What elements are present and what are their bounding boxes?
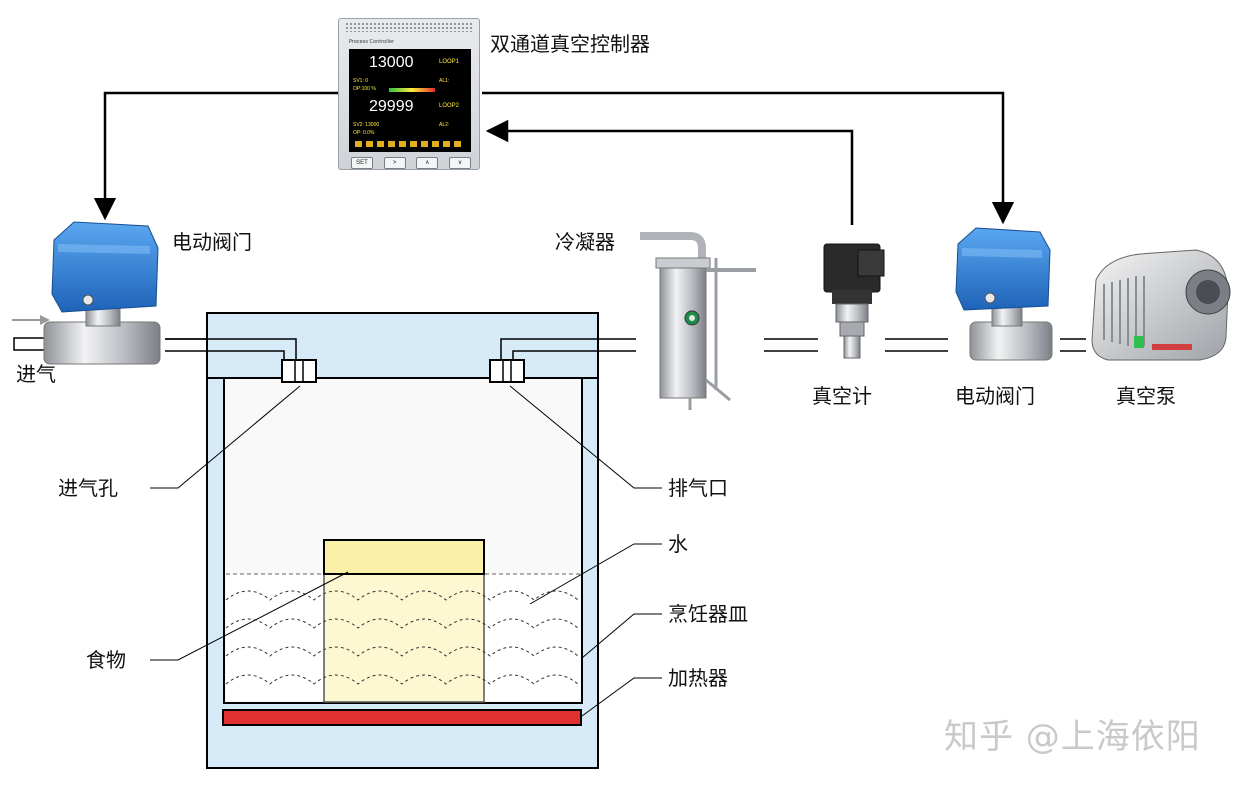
- vent-grill: [345, 22, 473, 32]
- watermark: 知乎 @上海依阳: [944, 717, 1201, 757]
- signal-line-right-valve: [482, 91, 1015, 225]
- vessel-label: 烹饪器皿: [668, 602, 748, 626]
- indicator-row: [355, 141, 465, 147]
- water-label: 水: [668, 532, 688, 556]
- heater-label: 加热器: [668, 666, 728, 690]
- vacuum-pump: [1091, 249, 1231, 361]
- down-key[interactable]: ∨: [448, 157, 471, 169]
- set-key[interactable]: SET: [351, 157, 373, 169]
- food-label: 食物: [86, 648, 126, 672]
- inlet-stub: [13, 337, 45, 351]
- food-top: [323, 539, 485, 575]
- inlet-label: 进气: [16, 362, 56, 386]
- signal-lines: [93, 91, 1015, 225]
- shift-key[interactable]: >: [383, 157, 406, 169]
- op1-bar: [389, 88, 435, 92]
- controller-display: 13000 LOOP1 SV1: 0 AL1: OP:100 % 29999 L…: [349, 49, 471, 152]
- condenser-label: 冷凝器: [555, 230, 615, 254]
- vacuum-lines: [764, 338, 1086, 352]
- dual-channel-vacuum-controller: Process Controller 13000 LOOP1 SV1: 0 AL…: [338, 18, 480, 170]
- gauge-label: 真空计: [812, 384, 872, 408]
- exhaust-pipe: [489, 338, 636, 383]
- exhaust-port-label: 排气口: [668, 476, 728, 500]
- leader-food: [150, 571, 349, 661]
- up-key[interactable]: ∧: [416, 157, 439, 169]
- valve-right-label: 电动阀门: [955, 384, 1035, 408]
- controller-keypad: SET > ∧ ∨: [351, 157, 471, 169]
- heater-plate: [222, 709, 582, 726]
- vacuum-gauge: [823, 243, 885, 359]
- leader-lines: [150, 385, 662, 717]
- signal-line-left-valve: [93, 91, 338, 221]
- controller-header: Process Controller: [349, 39, 395, 45]
- water-waves: [225, 590, 579, 685]
- op2-line: OP: 0.0%: [353, 130, 375, 136]
- loop1-label: LOOP1: [439, 59, 460, 65]
- condenser: [640, 232, 756, 410]
- pump-label: 真空泵: [1116, 384, 1176, 408]
- pv2-value: 29999: [369, 98, 414, 115]
- valve-left-label: 电动阀门: [172, 230, 252, 254]
- leader-water: [529, 543, 662, 605]
- leader-heater: [581, 677, 662, 717]
- al2-label: AL2:: [439, 122, 450, 128]
- electric-valve-left: [43, 221, 161, 365]
- op1-line: OP:100 %: [353, 86, 376, 92]
- leader-inlet-hole: [150, 385, 301, 489]
- inlet-pipe: [165, 338, 317, 383]
- controller-label: 双通道真空控制器: [490, 32, 650, 56]
- pv1-value: 13000: [369, 54, 414, 71]
- loop2-label: LOOP2: [439, 103, 460, 109]
- inlet-arrow: [12, 315, 50, 325]
- leader-exhaust-port: [509, 385, 662, 489]
- signal-line-gauge: [485, 119, 854, 225]
- leader-vessel: [581, 613, 662, 659]
- vacuum-chamber: [206, 312, 599, 769]
- sv2-line: SV2: 13000: [353, 122, 380, 128]
- sv1-line: SV1: 0: [353, 78, 369, 84]
- al1-label: AL1:: [439, 78, 450, 84]
- inlet-hole-label: 进气孔: [58, 476, 118, 500]
- electric-valve-right: [955, 227, 1053, 361]
